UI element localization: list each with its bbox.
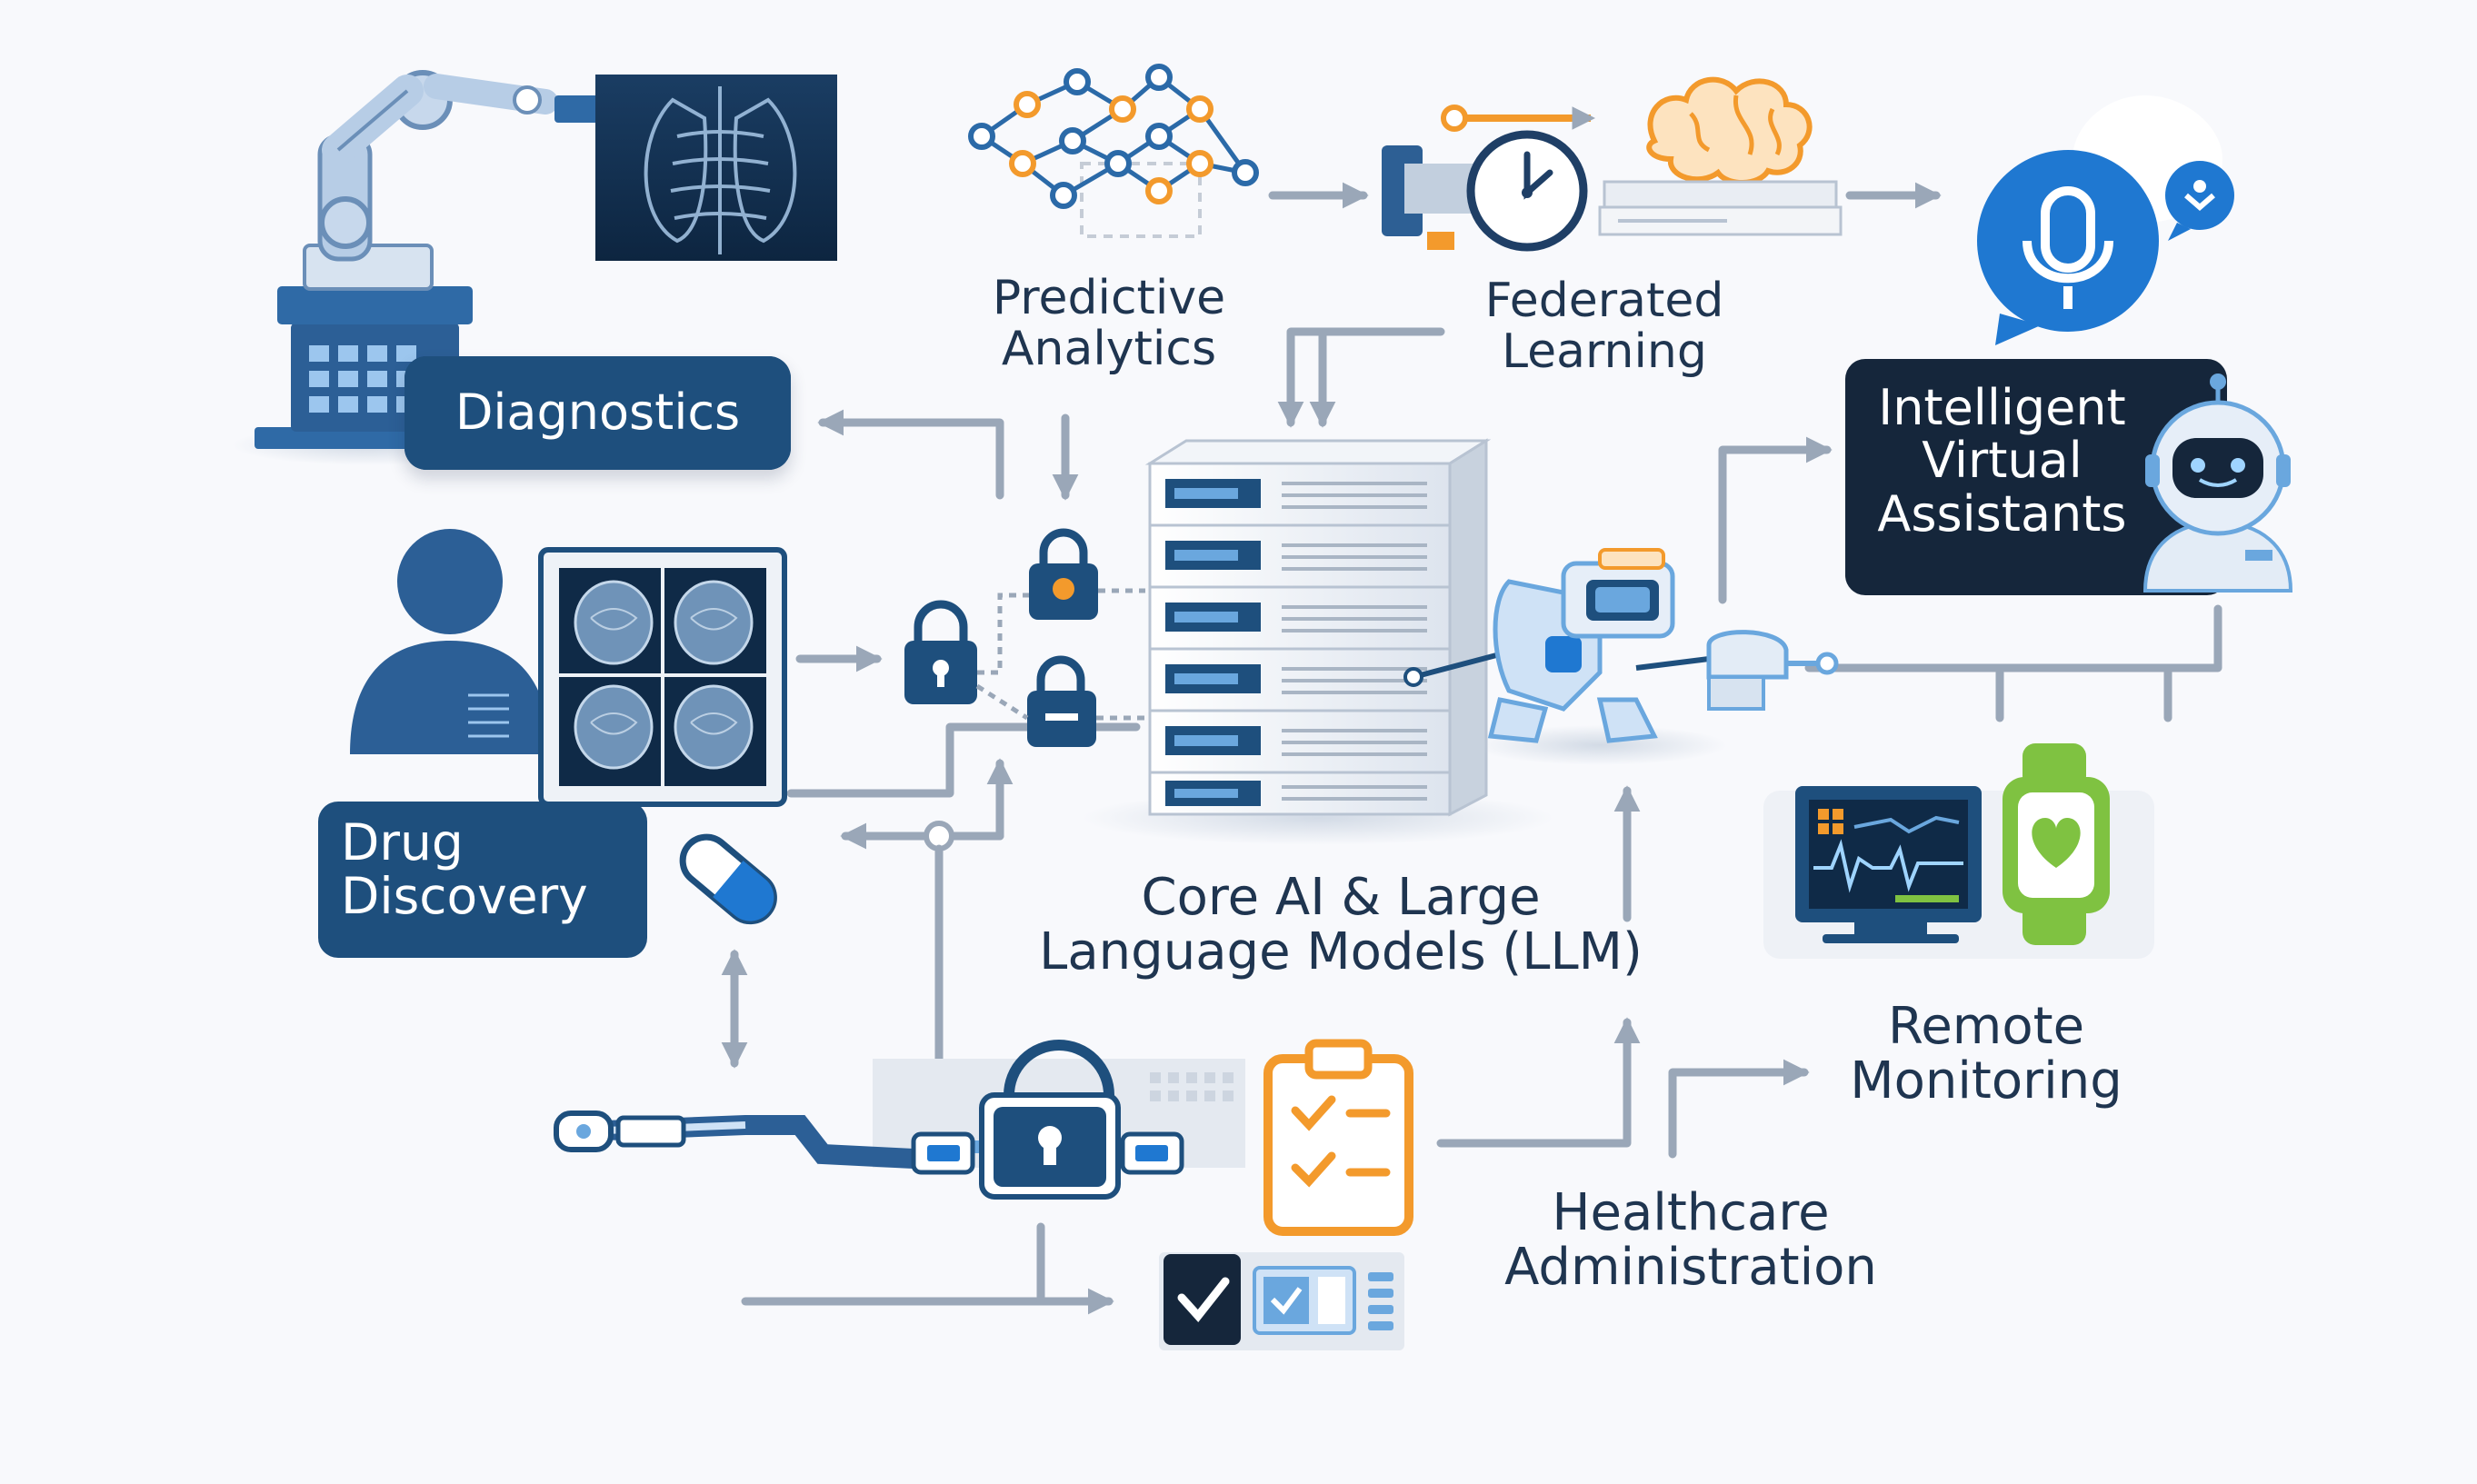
connector-arrows — [721, 182, 2222, 1315]
assistants-box-shape — [1845, 359, 2227, 595]
smartwatch-icon — [2003, 743, 2110, 945]
remote-monitoring-label: Remote Monitoring — [1850, 997, 2122, 1111]
neural-network-icon — [968, 64, 1259, 238]
diagnostics-label-box: Diagnostics — [405, 356, 791, 470]
core-ai-llm-label: Core AI & Large Language Models (LLM) — [1039, 868, 1643, 982]
brain-scan-monitor — [538, 547, 787, 807]
approval-checkbox-panel — [1159, 1252, 1404, 1350]
server-rack-icon — [1082, 438, 1554, 845]
chest-xray-image — [595, 75, 837, 261]
patient-silhouette-icon — [350, 529, 550, 754]
drug-discovery-box-shape — [318, 802, 647, 958]
security-locks — [904, 528, 1145, 747]
brain-icon — [1598, 76, 1843, 236]
clock-icon — [1382, 105, 1596, 252]
predictive-analytics-label: Predictive Analytics — [992, 271, 1226, 377]
helper-robot-icon — [1403, 548, 1839, 765]
federated-learning-label: Federated Learning — [1484, 274, 1724, 380]
pill-capsule-icon — [679, 833, 777, 925]
intelligent-virtual-assistants-label: Intelligent Virtual Assistants — [1877, 379, 2127, 543]
diagnostics-label: Diagnostics — [454, 383, 741, 442]
healthcare-administration-label: Healthcare Administration — [1504, 1183, 1877, 1298]
secure-pipeline-icon — [554, 1040, 1245, 1200]
drug-discovery-label: Drug Discovery — [341, 813, 588, 926]
checklist-clipboard-icon — [1263, 1039, 1413, 1236]
microphone-icon — [1977, 95, 2234, 345]
robot-assistant-icon — [2142, 373, 2293, 593]
